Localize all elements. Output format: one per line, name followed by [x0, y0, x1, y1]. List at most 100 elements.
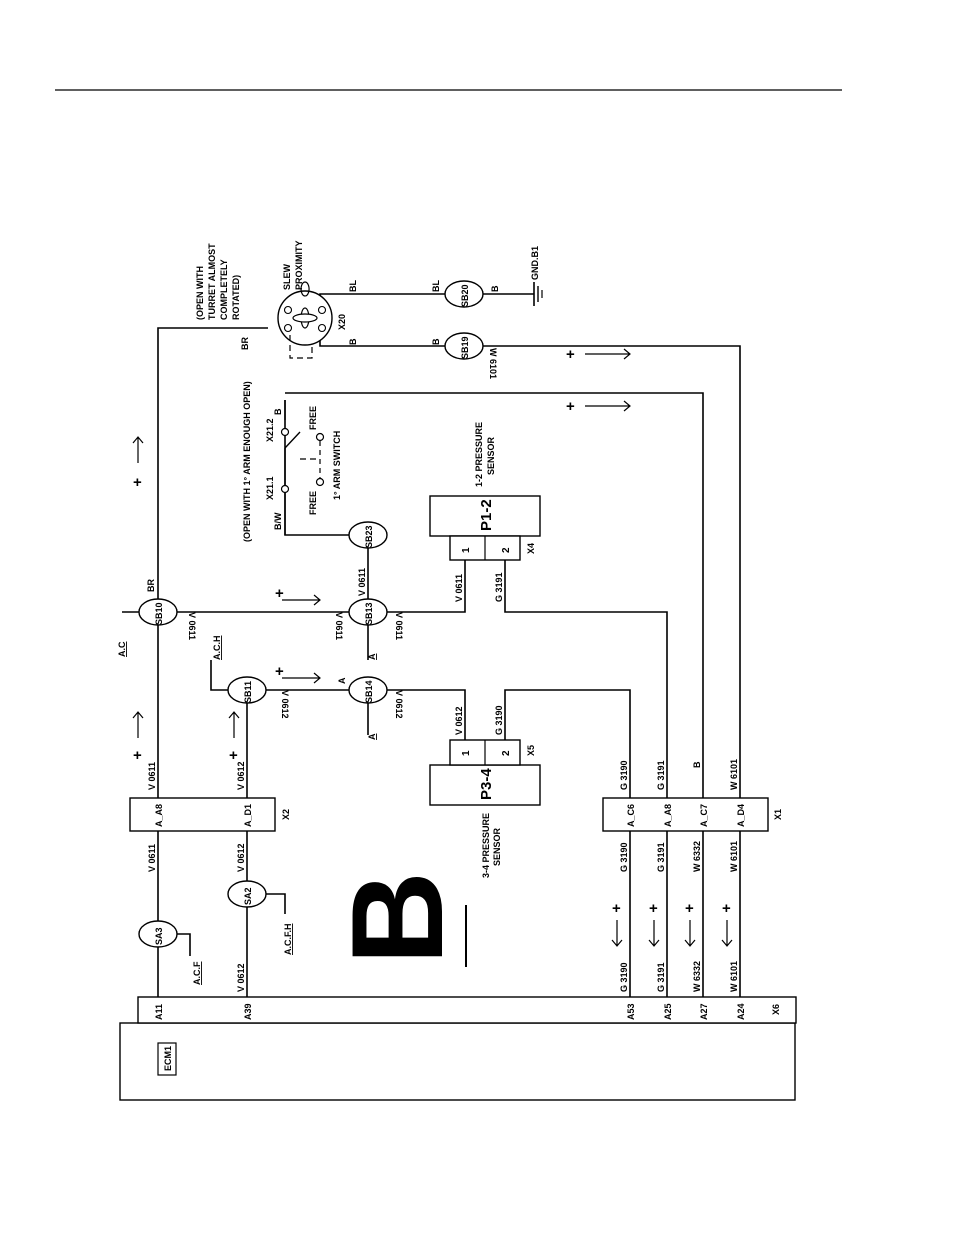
wire-v0611-h	[158, 560, 466, 613]
lbl-v0612-h2: V 0612	[394, 690, 404, 719]
lbl-v0611-a: V 0611	[147, 844, 157, 872]
ground-symbol: GND.B1	[530, 246, 543, 306]
lbl-w6101-ecm: W 6101	[729, 961, 739, 992]
lbl-g3191-b: G 3191	[656, 760, 666, 790]
lbl-v0812: V 0612	[454, 706, 464, 735]
x1-pin-a-d4: A_D4	[736, 804, 746, 827]
arrow-g3190-down	[611, 920, 623, 947]
lbl-w6101-b: W 6101	[729, 759, 739, 790]
ref-acfh: A.C.F.H	[283, 924, 293, 956]
lbl-v0612-a: V 0612	[236, 843, 246, 872]
splice-sb14: SB14	[364, 680, 374, 703]
lbl-b-sb19: B	[431, 338, 441, 345]
splice-sa3: SA3	[154, 927, 164, 945]
p34-label: P3-4	[478, 768, 495, 800]
lbl-v0611-h3: V 0611	[394, 612, 404, 640]
reference-labels: A.C.F A.C.F.H A.C A.C.H	[117, 636, 293, 986]
lbl-v0612-ecm: V 0612	[236, 963, 246, 992]
x1-pin-a-a8: A_A8	[663, 804, 673, 827]
plus-sb14: +	[275, 663, 284, 680]
plus-g3191-down: +	[649, 900, 658, 917]
lbl-b-gnd: B	[490, 285, 500, 292]
lbl-g3190-ecm: G 3190	[619, 962, 629, 992]
lbl-v0612-h1: V 0612	[280, 690, 290, 719]
x1-pin-a-c7: A_C7	[699, 804, 709, 827]
plus-v0611-up: +	[133, 747, 142, 764]
lbl-a-sb14-top: A	[337, 677, 347, 684]
block-letter: B	[324, 871, 470, 965]
arrow-w6101-down	[721, 920, 733, 947]
x2-pin-a-d1: A_D1	[243, 804, 253, 827]
ref-ach: A.C.H	[212, 636, 222, 661]
lbl-bl-sb20: BL	[431, 280, 441, 292]
splice-sb20: SB20	[460, 284, 470, 307]
ref-acf: A.C.F	[192, 961, 202, 985]
ref-ac: A.C	[117, 641, 127, 657]
arrow-br-up	[132, 436, 144, 463]
arrow-v0611-up	[132, 711, 144, 738]
lbl-g3191-a: G 3191	[656, 842, 666, 872]
slew-note-2: TURRET ALMOST	[207, 243, 217, 320]
wire-br-bus	[157, 327, 268, 1000]
arm-switch-free1: FREE	[308, 491, 318, 515]
arrow-w6101-h	[585, 348, 631, 360]
plus-w6332-h: +	[566, 398, 575, 415]
ecm-pin-a11: A11	[154, 1004, 164, 1020]
x2-pin-a-a8: A_A8	[154, 804, 164, 827]
lbl-w6332-ecm: W 6332	[692, 961, 702, 992]
plus-w6332-down: +	[685, 900, 694, 917]
p12-label: P1-2	[478, 499, 495, 531]
pressure-sensor-p34: P3-4 1 2 X5 3-4 PRESSURE SENSOR	[429, 739, 541, 878]
slew-name-1: SLEW	[282, 263, 292, 290]
lbl-g3190-s: G 3190	[494, 705, 504, 735]
lbl-b-prox: B	[348, 338, 358, 345]
ecm-pin-a39: A39	[243, 1003, 253, 1020]
arm-switch-free2: FREE	[308, 406, 318, 430]
arrow-sb14	[282, 672, 321, 684]
p34-pin-1: 1	[461, 750, 472, 756]
splice-sb13: SB13	[364, 602, 374, 625]
slew-note-3: COMPLETELY	[219, 259, 229, 320]
x2-label: X2	[281, 809, 291, 820]
splice-sa2: SA2	[243, 887, 253, 905]
plus-sb13: +	[275, 585, 284, 602]
slew-name-2: PROXIMITY	[294, 240, 304, 290]
wire-v0612-h	[247, 689, 466, 740]
lbl-v0611-b: V 0611	[147, 762, 157, 790]
lbl-g3191-s: G 3191	[494, 572, 504, 602]
p34-desc-2: SENSOR	[492, 827, 502, 866]
p12-desc-2: SENSOR	[486, 436, 496, 475]
arm-switch: (OPEN WITH 1° ARM ENOUGH OPEN) X21.1 X21…	[242, 381, 342, 542]
lbl-w6101-a: W 6101	[729, 841, 739, 872]
lbl-br-prox: BR	[240, 337, 250, 350]
ecm-pin-a27: A27	[699, 1003, 709, 1020]
x1-pin-a-c6: A_C6	[626, 804, 636, 827]
p12-connector: X4	[526, 543, 536, 554]
p12-desc-1: 1-2 PRESSURE	[474, 422, 484, 487]
plus-w6101-h: +	[566, 346, 575, 363]
p34-desc-1: 3-4 PRESSURE	[481, 813, 491, 878]
ecm-module: ECM1 X6 A11 A39 A53 A25 A27 A24	[119, 996, 797, 1101]
splice-sb23: SB23	[364, 525, 374, 548]
slew-note-1: (OPEN WITH	[195, 266, 205, 320]
arm-switch-pin1: X21.1	[265, 476, 275, 500]
wire-bw	[284, 400, 368, 536]
arm-switch-note: (OPEN WITH 1° ARM ENOUGH OPEN)	[242, 381, 252, 542]
slew-proximity: (OPEN WITH TURRET ALMOST COMPLETELY ROTA…	[195, 240, 347, 359]
connector-x1: A_C6 A_A8 A_C7 A_D4 X1	[602, 797, 783, 832]
lbl-v0611-s: V 0611	[454, 574, 464, 602]
pressure-sensor-p12: P1-2 1 2 X4 1-2 PRESSURE SENSOR	[429, 422, 541, 561]
arrow-g3191-down	[648, 920, 660, 947]
lbl-g3191-ecm: G 3191	[656, 962, 666, 992]
lbl-a-sb13: A	[367, 653, 377, 660]
ecm-connector-label: X6	[771, 1004, 781, 1015]
connector-x2: A_A8 A_D1 X2	[129, 797, 291, 832]
splices: SA3 SA2 SB10 SB11 SB13 SB14 SB23 SB19 SB…	[138, 280, 484, 948]
ecm-pin-a53: A53	[626, 1003, 636, 1020]
p34-connector: X5	[526, 745, 536, 756]
splice-sb19: SB19	[460, 336, 470, 359]
arrow-v0612-up	[228, 711, 240, 738]
plus-g3190-down: +	[612, 900, 621, 917]
lbl-g3190-b: G 3190	[619, 760, 629, 790]
